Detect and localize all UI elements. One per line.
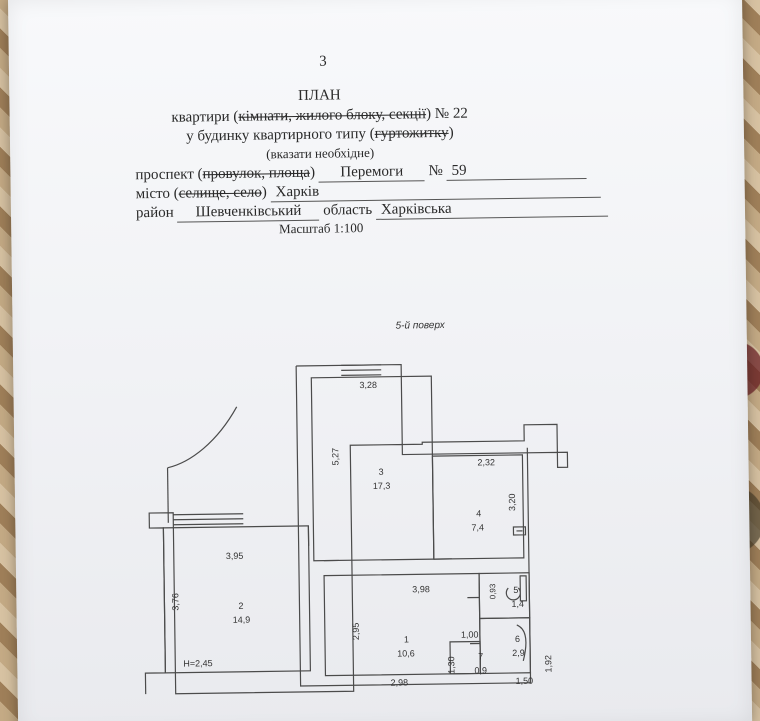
room-2-number: 2 bbox=[238, 601, 243, 611]
street-number: 59 bbox=[446, 159, 587, 181]
room-6-outline bbox=[479, 617, 532, 675]
room-6-number: 6 bbox=[515, 634, 520, 644]
room-6-area: 2,9 bbox=[512, 648, 525, 658]
street-number-label: № bbox=[428, 162, 443, 180]
bath-symbol bbox=[516, 624, 527, 662]
room-7-outline bbox=[449, 640, 482, 675]
apartment-number: 22 bbox=[452, 105, 468, 122]
window-top bbox=[341, 364, 382, 376]
dim-room1-bottom: 2,98 bbox=[390, 677, 408, 687]
region-label: область bbox=[323, 201, 373, 219]
balcony-door-arc bbox=[167, 406, 238, 469]
room-2-area: 14,9 bbox=[233, 615, 251, 625]
document-page: 3 ПЛАН квартири (кімнати, жилого блоку, … bbox=[8, 0, 753, 721]
room-1-outline bbox=[323, 572, 482, 677]
room-4-area: 7,4 bbox=[471, 522, 484, 532]
dim-room6-length: 1,92 bbox=[543, 655, 553, 673]
city-prefix: місто ( bbox=[135, 185, 179, 203]
floor-label: 5-й поверх bbox=[396, 320, 446, 332]
toilet-symbol bbox=[505, 575, 528, 602]
room-5-outline bbox=[478, 572, 531, 620]
page-number: 3 bbox=[319, 53, 327, 70]
dim-room2-length: 3,76 bbox=[170, 593, 180, 611]
window-left bbox=[173, 513, 244, 526]
dim-room6-width: 1,50 bbox=[515, 676, 533, 686]
outer-wall-left bbox=[144, 363, 569, 695]
scale-label: Масштаб 1:100 bbox=[279, 220, 364, 237]
city-suffix: ) bbox=[261, 184, 267, 201]
apartment-number-label: № bbox=[434, 105, 450, 123]
dim-room3-width: 3,28 bbox=[359, 380, 377, 390]
dim-room4-width: 2,32 bbox=[477, 457, 495, 467]
room-7-number: 7 bbox=[478, 651, 483, 661]
room-4-number: 4 bbox=[476, 508, 481, 518]
room-7-area: 0,9 bbox=[474, 665, 487, 675]
dim-room2-width: 3,95 bbox=[226, 551, 244, 561]
door-openings bbox=[307, 525, 481, 645]
city-struck: селище, село bbox=[178, 184, 262, 202]
building-struck: гуртожитку bbox=[374, 124, 449, 142]
room-3-outline bbox=[310, 375, 435, 562]
building-suffix: ) bbox=[448, 124, 454, 141]
dim-room4-length: 3,20 bbox=[507, 493, 517, 511]
dim-room1-width: 3,98 bbox=[412, 584, 430, 594]
street-name: Перемоги bbox=[318, 162, 425, 183]
building-prefix: у будинку квартирного типу ( bbox=[186, 125, 375, 145]
district-label: район bbox=[135, 204, 174, 222]
street-suffix: ) bbox=[309, 164, 316, 181]
apartment-prefix: квартири ( bbox=[171, 108, 239, 126]
dim-room3-length: 5,27 bbox=[330, 448, 340, 466]
floor-plan-svg: 5-й поверх 3,28 5,27 3 17,3 2,32 3,20 4 … bbox=[144, 320, 569, 695]
apartment-struck: кімнати, жилого блоку, секції bbox=[238, 106, 427, 125]
room-5-number: 5 bbox=[513, 585, 518, 595]
outer-wall-right bbox=[295, 366, 532, 687]
dim-room5-length: 0,93 bbox=[488, 583, 497, 599]
dim-room1-length: 2,95 bbox=[351, 623, 361, 641]
dim-room7-length: 1,30 bbox=[446, 656, 456, 674]
room-3-number: 3 bbox=[379, 467, 384, 477]
street-struck: провулок, площа bbox=[202, 164, 311, 183]
stove-symbol bbox=[512, 526, 527, 536]
ceiling-height: Н=2,45 bbox=[183, 658, 212, 668]
dim-room7-width: 1,00 bbox=[461, 629, 479, 639]
room-1-area: 10,6 bbox=[397, 648, 415, 658]
room-5-area: 1,4 bbox=[511, 599, 524, 609]
floor-plan: 5-й поверх 3,28 5,27 3 17,3 2,32 3,20 4 … bbox=[130, 311, 656, 718]
balcony-door-line bbox=[166, 467, 169, 523]
room-2-outline bbox=[162, 525, 312, 674]
room-4-outline bbox=[431, 454, 525, 560]
apartment-suffix: ) bbox=[425, 106, 432, 123]
street-prefix: проспект ( bbox=[135, 166, 203, 184]
room-3-area: 17,3 bbox=[373, 481, 391, 491]
room-1-number: 1 bbox=[404, 634, 409, 644]
